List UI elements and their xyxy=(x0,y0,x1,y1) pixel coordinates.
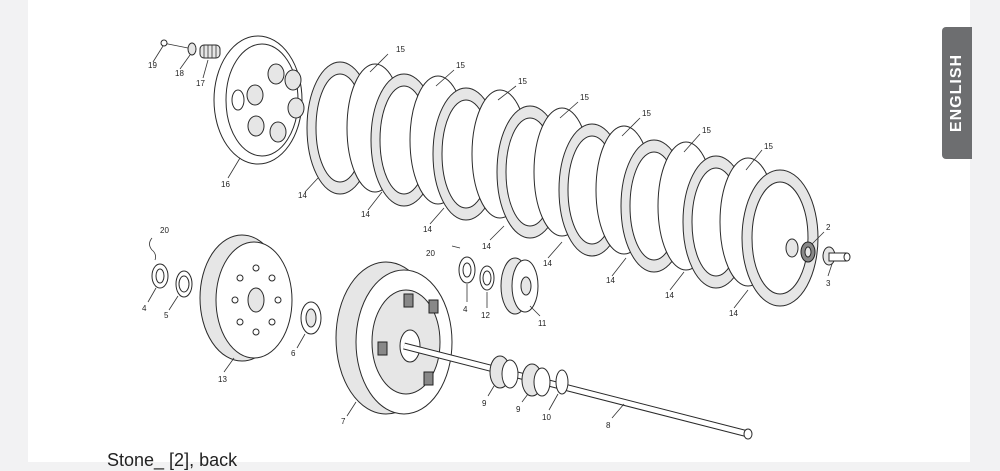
gear-9b xyxy=(521,363,551,397)
callout-8: 8 xyxy=(606,421,611,430)
callout-15-a: 15 xyxy=(396,45,405,54)
callout-14-b: 14 xyxy=(361,210,370,219)
main-shaft-8 xyxy=(403,342,753,440)
language-tab[interactable]: ENGLISH xyxy=(942,27,972,159)
callout-7: 7 xyxy=(341,417,346,426)
callout-17: 17 xyxy=(196,79,205,88)
circlip-20a xyxy=(149,237,156,261)
washer-18 xyxy=(187,42,197,56)
callout-13: 13 xyxy=(218,375,227,384)
callout-16: 16 xyxy=(221,180,230,189)
callout-15-c: 15 xyxy=(518,77,527,86)
callout-14-d: 14 xyxy=(482,242,491,251)
callout-19: 19 xyxy=(148,61,157,70)
callout-14-g: 14 xyxy=(665,291,674,300)
callout-11: 11 xyxy=(538,319,547,328)
callout-15-d: 15 xyxy=(580,93,589,102)
clutch-basket-7 xyxy=(335,261,453,415)
language-tab-label: ENGLISH xyxy=(948,53,965,133)
callout-15-f: 15 xyxy=(702,126,711,135)
callout-9-a: 9 xyxy=(482,399,487,408)
callout-20-b: 20 xyxy=(426,249,435,258)
bearing-3 xyxy=(822,246,851,266)
callout-15-b: 15 xyxy=(456,61,465,70)
callout-3: 3 xyxy=(826,279,831,288)
callout-15-g: 15 xyxy=(764,142,773,151)
body-text-partial: Stone_ [2], back xyxy=(107,450,238,470)
gear-11 xyxy=(500,257,539,315)
leader-lines xyxy=(147,45,833,419)
washer-10 xyxy=(555,369,569,395)
callout-numbers: 19 18 17 16 15 15 15 15 15 15 15 14 14 1… xyxy=(142,45,831,430)
callout-14-a: 14 xyxy=(298,191,307,200)
callout-9-b: 9 xyxy=(516,405,521,414)
callout-18: 18 xyxy=(175,69,184,78)
pressure-plate-16 xyxy=(213,35,305,165)
callout-14-c: 14 xyxy=(423,225,432,234)
callout-10: 10 xyxy=(542,413,551,422)
callout-4-a: 4 xyxy=(142,304,147,313)
callout-15-e: 15 xyxy=(642,109,651,118)
callout-14-f: 14 xyxy=(606,276,615,285)
gear-9a xyxy=(489,355,519,389)
callout-14-e: 14 xyxy=(543,259,552,268)
bolt-19 xyxy=(160,39,189,49)
callout-12: 12 xyxy=(481,311,490,320)
spring-17 xyxy=(199,44,221,59)
callout-20-a: 20 xyxy=(160,226,169,235)
callout-4-b: 4 xyxy=(463,305,468,314)
friction-plate-8 xyxy=(741,169,819,307)
callout-6: 6 xyxy=(291,349,296,358)
callout-2: 2 xyxy=(826,223,831,232)
callout-5: 5 xyxy=(164,311,169,320)
clutch-hub-13 xyxy=(199,234,293,362)
circlip-20b xyxy=(451,245,461,249)
callout-14-h: 14 xyxy=(729,309,738,318)
